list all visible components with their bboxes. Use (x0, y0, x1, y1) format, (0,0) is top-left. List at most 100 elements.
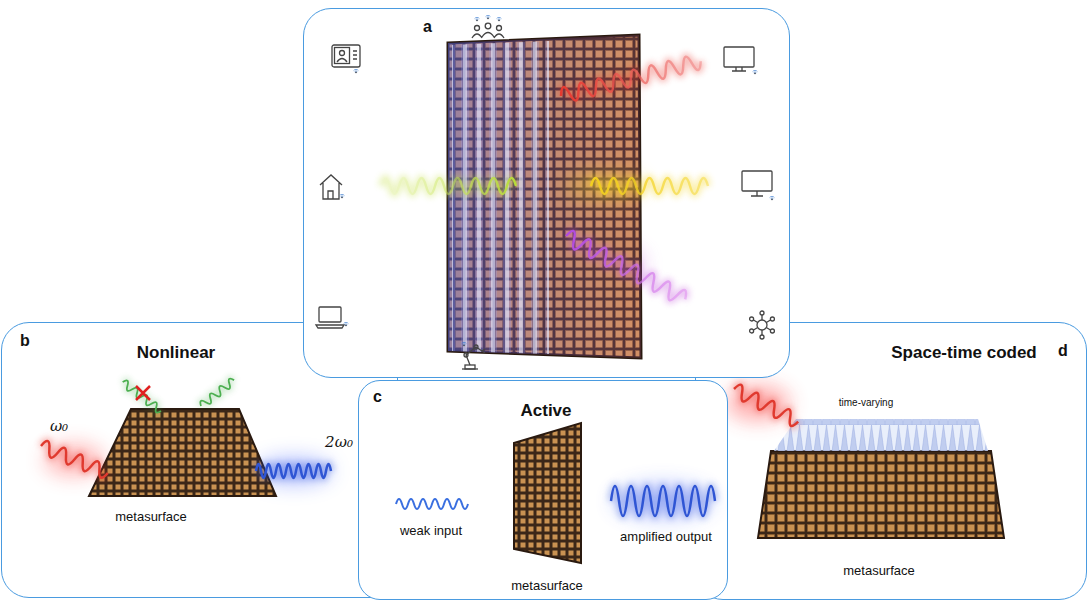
reflected-wave (199, 377, 237, 409)
tv-icon (724, 47, 757, 74)
reflected-wave-group (199, 377, 237, 409)
incident-wave-glow (731, 383, 802, 428)
metasurface-board (89, 409, 276, 496)
robot-arm (466, 347, 485, 365)
wifi-symbol (497, 17, 502, 21)
panel-letter: a (423, 18, 432, 36)
panel-title: Active (520, 401, 571, 421)
user-head (497, 26, 502, 31)
bias-lines (452, 41, 549, 354)
wifi-symbol (340, 194, 345, 198)
blue-glow (613, 483, 713, 519)
wifi-symbol (344, 322, 349, 326)
blocked-cross (136, 386, 150, 400)
network-node (750, 329, 754, 333)
reflected-wave-glow (120, 379, 163, 414)
laptop-icon (316, 307, 348, 328)
frequency-label: 2ω₀ (325, 434, 353, 451)
robot-base (465, 365, 475, 369)
figure-panel: a (303, 8, 790, 378)
robot-joint (474, 345, 478, 349)
incident-wave (731, 383, 802, 428)
robot-floor (462, 368, 478, 369)
pump-wave-group (38, 440, 110, 480)
house-outline (320, 175, 342, 199)
purple-wave-group (562, 229, 689, 307)
tablet-body (332, 45, 360, 67)
part-label: metasurface (843, 564, 915, 579)
weak-wave (396, 499, 468, 509)
wifi-symbol (462, 342, 467, 346)
network-icon (750, 311, 775, 339)
harmonic-wave-glow (256, 464, 331, 478)
metasurface-illustration (304, 9, 791, 379)
time-varying-layer (774, 419, 988, 451)
panel-letter: c (373, 388, 382, 406)
panel-title: Space-time coded (891, 343, 1037, 363)
panel-title: Nonlinear (137, 343, 215, 363)
panel-letter: d (1058, 342, 1068, 360)
purple-wave (562, 229, 689, 307)
reflected-wave (120, 379, 163, 414)
monitor-icon (742, 171, 774, 200)
red-wave-glow (559, 53, 703, 103)
part-label: weak input (400, 524, 462, 539)
metasurface-board (448, 35, 641, 358)
wifi-symbol (770, 196, 775, 200)
tv-stand (732, 67, 746, 71)
network-spokes (754, 315, 771, 335)
harmonic-wave (256, 464, 331, 478)
purple-glow (564, 242, 644, 286)
part-label: time-varying (839, 397, 893, 409)
red-glow (539, 67, 629, 111)
wifi-symbol (354, 69, 359, 73)
metasurface-board (514, 423, 581, 563)
laptop-base (316, 325, 344, 328)
tablet-details (337, 51, 357, 62)
tv-screen (724, 47, 754, 67)
part-label: metasurface (115, 510, 187, 525)
network-hub (757, 320, 767, 330)
reflected-wave-group (120, 379, 163, 414)
metasurface-board (758, 451, 1004, 538)
amplified-wave (611, 486, 715, 516)
monitor-stand (751, 191, 763, 196)
network-node (770, 317, 774, 321)
incident-wave (381, 178, 516, 194)
part-label: metasurface (511, 579, 583, 594)
robot-arm-icon (462, 342, 485, 369)
tablet-person (340, 51, 345, 56)
tablet-screen (335, 48, 350, 64)
pump-wave-glow (38, 440, 110, 480)
monitor-screen (742, 171, 772, 191)
part-label: amplified output (620, 530, 712, 545)
incident-wave-group (731, 383, 802, 428)
pump-wave (38, 440, 110, 480)
network-node (770, 329, 774, 333)
users-icon (472, 15, 504, 38)
yellow-wave-glow (591, 178, 708, 194)
network-node (750, 317, 754, 321)
network-node (760, 335, 764, 339)
red-wave-group (559, 53, 703, 103)
figure-panel: cActive weak input amplified output metasur… (358, 380, 728, 600)
wifi-symbol (475, 17, 480, 21)
user-bodies (472, 33, 504, 39)
tablet-icon (332, 45, 360, 73)
amplified-wave-glow (611, 486, 715, 516)
purple-wave-glow (562, 229, 689, 307)
yellow-glow (564, 172, 644, 200)
user-head (475, 26, 480, 31)
robot-joint (464, 353, 468, 357)
network-node (760, 311, 764, 315)
board-glow (448, 35, 641, 358)
red-glow (726, 385, 790, 421)
house-icon (320, 175, 344, 199)
yellow-wave (591, 178, 708, 194)
reflected-wave-glow (199, 377, 237, 409)
user-head (485, 23, 491, 29)
laptop-screen (319, 307, 341, 322)
wifi-symbol (486, 15, 491, 19)
frequency-label: ω₀ (50, 418, 68, 435)
